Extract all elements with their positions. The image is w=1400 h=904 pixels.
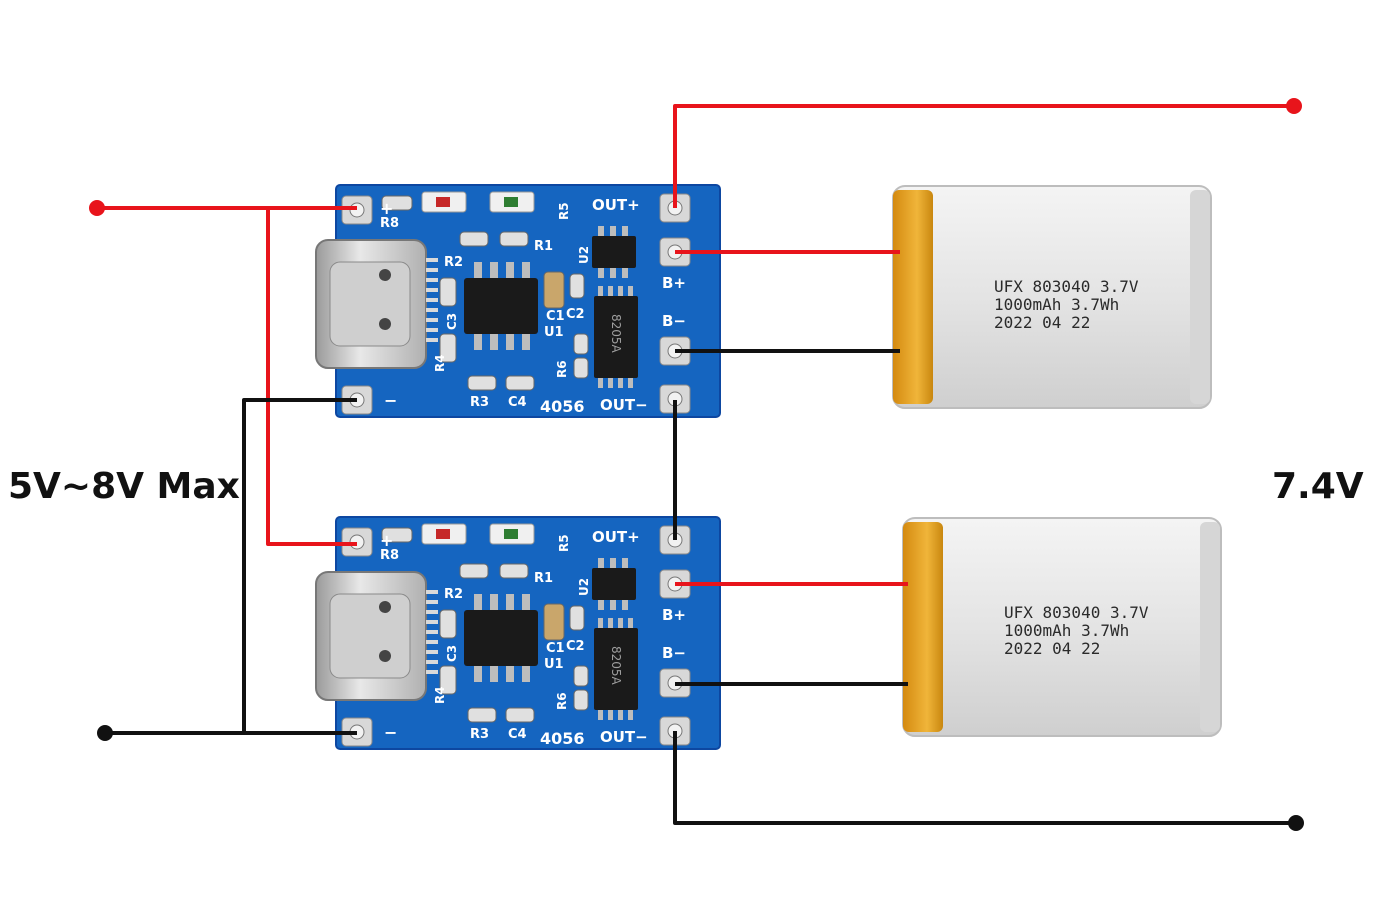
label-r1: R1 [534, 239, 553, 254]
label-c2: C2 [566, 307, 585, 322]
label-out-plus: OUT+ [592, 528, 640, 546]
battery-2: UFX 803040 3.7V 1000mAh 3.7Wh 2022 04 22 [902, 517, 1222, 737]
output-negative-wire [673, 731, 1296, 825]
mosfet-8205a: 8205A [594, 286, 638, 388]
led-indicators [421, 191, 535, 213]
battery-spec-line2: 1000mAh 3.7Wh [994, 295, 1119, 314]
label-r3: R3 [470, 727, 489, 742]
label-r4: R4 [433, 686, 447, 704]
label-u2: U2 [577, 246, 591, 264]
label-out-minus: OUT− [600, 728, 648, 746]
battery-spec-line1: UFX 803040 3.7V [1004, 603, 1149, 622]
output-positive-terminal [1286, 98, 1302, 114]
output-positive-wire [673, 104, 1294, 208]
output-negative-terminal [1288, 815, 1304, 831]
label-r2: R2 [444, 587, 463, 602]
label-r3: R3 [470, 395, 489, 410]
negative-wires [105, 349, 1296, 825]
label-c1: C1 [546, 641, 565, 656]
charger-module-2: 8205A R8 R1 R2 R3 R4 R5 R6 C1 C2 C3 C4 U… [315, 516, 721, 750]
label-r5: R5 [557, 534, 571, 552]
charger-ic-u1 [464, 262, 538, 350]
model-label: 4056 [540, 729, 585, 748]
label-u2: U2 [577, 578, 591, 596]
positive-wires [97, 104, 1294, 586]
label-r6: R6 [555, 360, 569, 378]
input-negative-terminal [97, 725, 113, 741]
protection-ic-u2 [592, 226, 636, 278]
label-r6: R6 [555, 692, 569, 710]
label-r4: R4 [433, 354, 447, 372]
charger-ic-u1 [464, 594, 538, 682]
label-r8: R8 [380, 548, 399, 563]
label-b-plus: B+ [662, 606, 686, 624]
input-negative-branch-wire [242, 398, 357, 733]
label-r2: R2 [444, 255, 463, 270]
protection-ic-u2 [592, 558, 636, 610]
label-u1: U1 [544, 657, 564, 672]
input-voltage-label: 5V~8V Max [8, 466, 240, 507]
label-in-plus: + [380, 531, 393, 550]
led-indicators [421, 523, 535, 545]
usb-c-connector [315, 239, 438, 369]
label-r5: R5 [557, 202, 571, 220]
output-voltage-label: 7.4V [1272, 466, 1364, 507]
label-in-minus: − [384, 391, 397, 410]
label-c3: C3 [445, 313, 459, 330]
label-in-plus: + [380, 199, 393, 218]
battery-spec-line2: 1000mAh 3.7Wh [1004, 621, 1129, 640]
battery-spec-line1: UFX 803040 3.7V [994, 277, 1139, 296]
label-r8: R8 [380, 216, 399, 231]
label-out-minus: OUT− [600, 396, 648, 414]
chip-marking: 8205A [609, 646, 623, 686]
mosfet-8205a: 8205A [594, 618, 638, 720]
label-b-minus: B− [662, 312, 686, 330]
usb-c-connector [315, 571, 438, 701]
battery-spec-line3: 2022 04 22 [1004, 639, 1100, 658]
label-c4: C4 [508, 727, 527, 742]
battery-spec-line3: 2022 04 22 [994, 313, 1090, 332]
label-in-minus: − [384, 723, 397, 742]
label-out-plus: OUT+ [592, 196, 640, 214]
passive-components [381, 195, 589, 391]
label-u1: U1 [544, 325, 564, 340]
chip-marking: 8205A [609, 314, 623, 354]
label-b-minus: B− [662, 644, 686, 662]
label-c2: C2 [566, 639, 585, 654]
battery-1: UFX 803040 3.7V 1000mAh 3.7Wh 2022 04 22 [892, 185, 1212, 409]
label-c3: C3 [445, 645, 459, 662]
label-r1: R1 [534, 571, 553, 586]
input-positive-branch-wire [266, 208, 357, 546]
passive-components [381, 527, 589, 723]
charger-module-1: 8205A R8 R1 R2 R3 R4 R5 R6 C1 C2 C3 C4 U… [315, 184, 721, 418]
model-label: 4056 [540, 397, 585, 416]
terminal-dots [89, 98, 1304, 831]
input-positive-terminal [89, 200, 105, 216]
label-c1: C1 [546, 309, 565, 324]
label-c4: C4 [508, 395, 527, 410]
label-b-plus: B+ [662, 274, 686, 292]
